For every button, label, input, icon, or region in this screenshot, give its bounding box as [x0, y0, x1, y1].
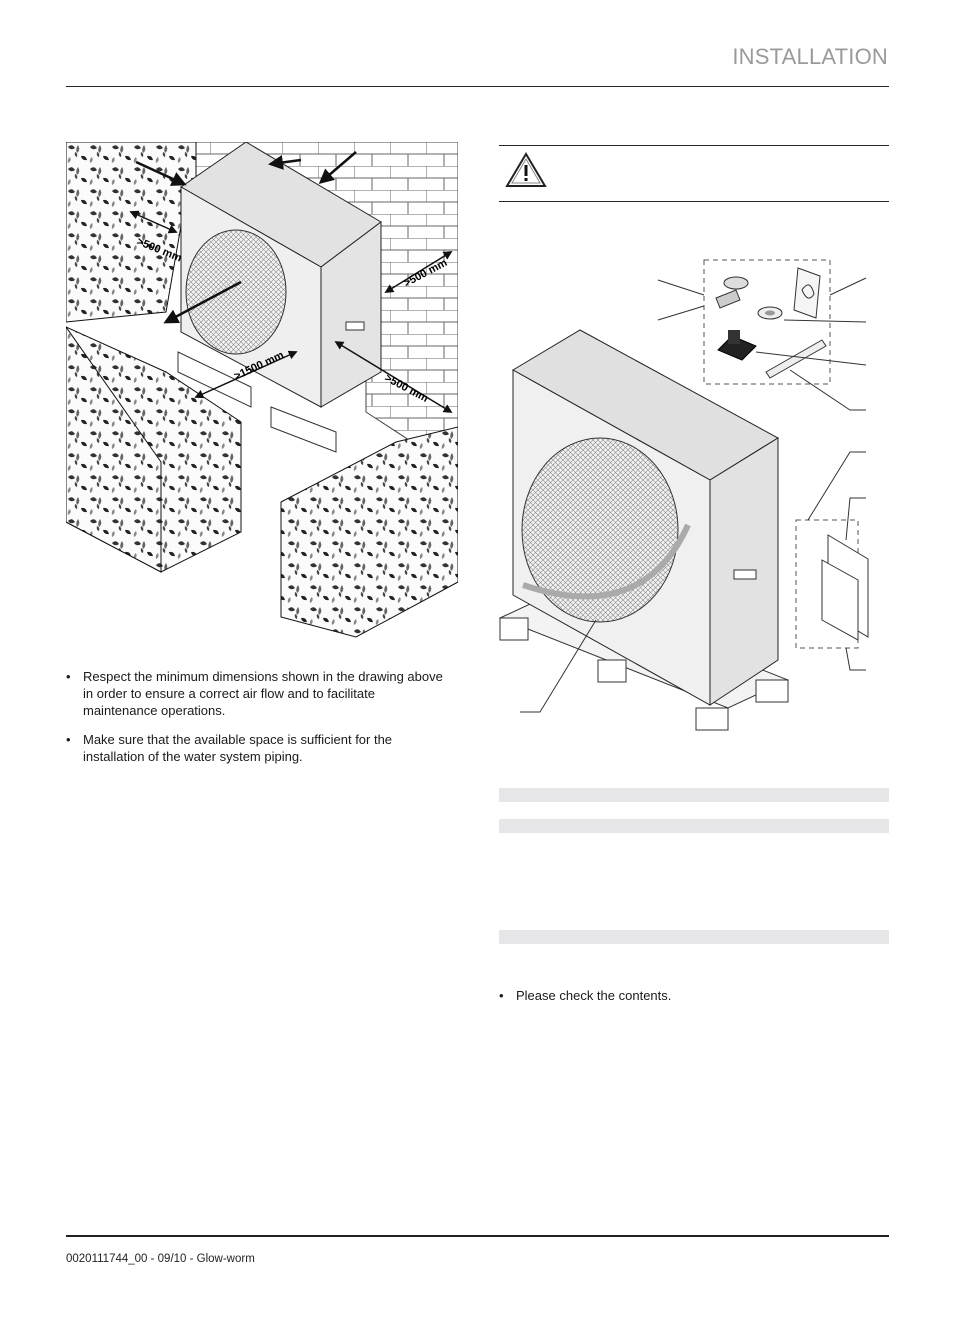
- left-bullet-list: Respect the minimum dimensions shown in …: [66, 668, 446, 777]
- header-rule: [66, 86, 889, 87]
- footer-rule: [66, 1235, 889, 1237]
- list-item: Respect the minimum dimensions shown in …: [66, 668, 446, 719]
- footer-text: 0020111744_00 - 09/10 - Glow-worm: [66, 1253, 255, 1265]
- warning-box: [499, 145, 889, 202]
- section-title: INSTALLATION: [732, 44, 888, 69]
- list-item: Please check the contents.: [499, 987, 879, 1004]
- section-bar: [499, 788, 889, 802]
- clearance-illustration: >500 mm >500 mm >1500 mm >500 mm: [65, 141, 459, 642]
- right-bullet-list: Please check the contents.: [499, 987, 879, 1016]
- package-contents-illustration: [498, 240, 890, 770]
- section-bar: [499, 930, 889, 944]
- list-item: Make sure that the available space is su…: [66, 731, 446, 765]
- section-bar: [499, 819, 889, 833]
- warning-triangle-icon: [505, 152, 547, 187]
